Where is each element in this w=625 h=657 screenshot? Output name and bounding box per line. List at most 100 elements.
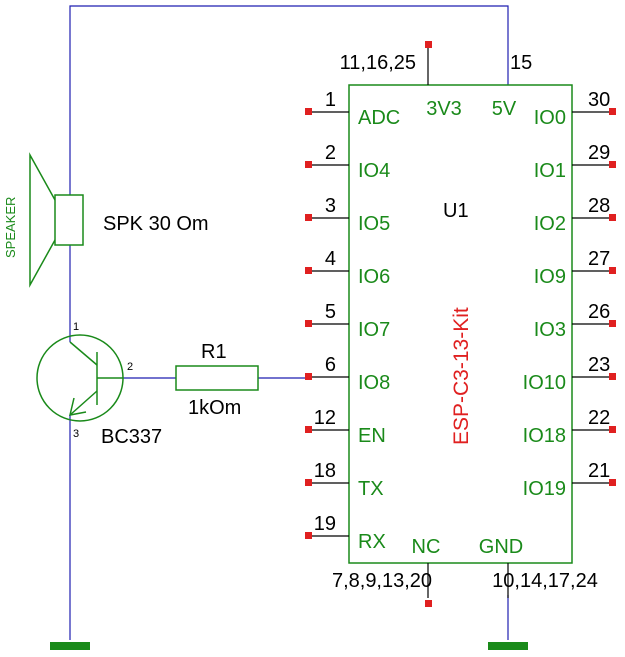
wires bbox=[69, 5, 509, 640]
module-ref: U1 bbox=[443, 200, 469, 222]
pin-terminal bbox=[425, 41, 432, 48]
pin-terminal bbox=[305, 320, 312, 327]
pin-name: 3V3 bbox=[426, 98, 462, 120]
bottom-pins: 7,8,9,13,20 NC 10,14,17,24 GND bbox=[332, 536, 598, 607]
pin-name: RX bbox=[358, 531, 386, 553]
pin-number: 4 bbox=[325, 248, 336, 270]
pin-number: 15 bbox=[510, 52, 532, 74]
pin-number: 19 bbox=[314, 513, 336, 535]
transistor-base-pin: 2 bbox=[127, 361, 133, 373]
transistor: 1 2 3 BC337 bbox=[36, 321, 162, 448]
pin-terminal bbox=[609, 161, 616, 168]
pin-name: EN bbox=[358, 425, 386, 447]
pin-name: IO4 bbox=[358, 160, 390, 182]
pin-terminal bbox=[305, 108, 312, 115]
right-pins: 30IO029IO128IO227IO926IO323IO1022IO1821I… bbox=[523, 89, 616, 500]
pin-number: 27 bbox=[588, 248, 610, 270]
pin-name: IO0 bbox=[534, 107, 566, 129]
pin-name: ADC bbox=[358, 107, 400, 129]
pin-number: 21 bbox=[588, 460, 610, 482]
pin-terminal bbox=[305, 214, 312, 221]
pin-terminal bbox=[609, 320, 616, 327]
pin-terminal bbox=[305, 479, 312, 486]
pin-number: 28 bbox=[588, 195, 610, 217]
pin-number: 29 bbox=[588, 142, 610, 164]
transistor-emitter-pin: 3 bbox=[73, 428, 79, 440]
pin-terminal bbox=[609, 373, 616, 380]
transistor-name: BC337 bbox=[101, 426, 162, 448]
pin-terminal bbox=[609, 214, 616, 221]
transistor-collector-pin: 1 bbox=[73, 321, 79, 333]
pin-terminal bbox=[609, 426, 616, 433]
pin-number: 11,16,25 bbox=[340, 52, 416, 74]
pin-name: IO18 bbox=[523, 425, 566, 447]
pin-name: GND bbox=[479, 536, 523, 558]
pin-number: 2 bbox=[325, 142, 336, 164]
pin-terminal bbox=[305, 161, 312, 168]
speaker-tag: SPEAKER bbox=[3, 197, 18, 258]
pin-terminal bbox=[305, 267, 312, 274]
pin-name: IO7 bbox=[358, 319, 390, 341]
pin-terminal bbox=[305, 426, 312, 433]
ground-symbol-right bbox=[488, 642, 528, 650]
pin-terminal bbox=[305, 532, 312, 539]
pin-terminal bbox=[609, 108, 616, 115]
pin-name: TX bbox=[358, 478, 384, 500]
pin-number: 23 bbox=[588, 354, 610, 376]
bottom-pin-gnd: 10,14,17,24 GND bbox=[479, 536, 598, 598]
speaker: SPEAKER SPK 30 Om bbox=[3, 152, 209, 288]
module-name: ESP-C3-13-Kit bbox=[450, 307, 473, 445]
pin-number: 12 bbox=[314, 407, 336, 429]
pin-name: IO10 bbox=[523, 372, 566, 394]
resistor: R1 1kOm bbox=[175, 341, 259, 419]
pin-terminal bbox=[609, 267, 616, 274]
ground-symbol-left bbox=[50, 642, 90, 650]
pin-terminal bbox=[425, 600, 432, 607]
pin-number: 1 bbox=[325, 89, 336, 111]
pin-name: IO5 bbox=[358, 213, 390, 235]
pin-number: 30 bbox=[588, 89, 610, 111]
pin-name: NC bbox=[412, 536, 441, 558]
pin-name: IO6 bbox=[358, 266, 390, 288]
bottom-pin-nc: 7,8,9,13,20 NC bbox=[332, 536, 440, 607]
resistor-ref: R1 bbox=[201, 341, 227, 363]
pin-terminal bbox=[609, 479, 616, 486]
pin-number: 6 bbox=[325, 354, 336, 376]
pin-number: 18 bbox=[314, 460, 336, 482]
pin-name: IO8 bbox=[358, 372, 390, 394]
pin-terminal bbox=[305, 373, 312, 380]
wire-5v-to-speaker bbox=[69, 5, 509, 195]
pin-number: 10,14,17,24 bbox=[492, 570, 598, 592]
resistor-value: 1kOm bbox=[188, 397, 241, 419]
speaker-value: SPK 30 Om bbox=[103, 213, 209, 235]
pin-number: 5 bbox=[325, 301, 336, 323]
pin-number: 3 bbox=[325, 195, 336, 217]
pin-name: IO19 bbox=[523, 478, 566, 500]
pin-name: IO1 bbox=[534, 160, 566, 182]
pin-number: 26 bbox=[588, 301, 610, 323]
pin-number: 7,8,9,13,20 bbox=[332, 570, 432, 592]
pin-number: 22 bbox=[588, 407, 610, 429]
pin-name: 5V bbox=[492, 98, 517, 120]
pin-name: IO3 bbox=[534, 319, 566, 341]
pin-name: IO9 bbox=[534, 266, 566, 288]
pin-name: IO2 bbox=[534, 213, 566, 235]
top-pins: 11,16,25 3V3 15 5V bbox=[340, 41, 532, 120]
top-pin-3v3: 11,16,25 3V3 bbox=[340, 41, 462, 120]
